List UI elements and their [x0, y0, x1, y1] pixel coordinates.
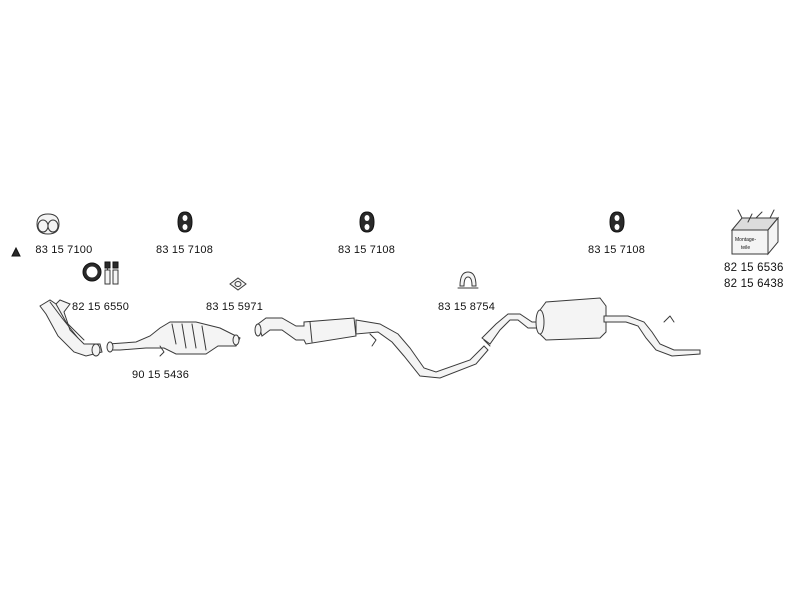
hanger-2-number: 83 15 7108 — [338, 244, 396, 256]
front-gasket-label: ▲ 83 15 7100 — [22, 244, 92, 256]
front-gasket-number: 83 15 7100 — [35, 244, 93, 256]
middle-pipe-center-muffler[interactable] — [254, 317, 489, 379]
kit-box-text-1: Montage- — [735, 237, 756, 243]
rubber-hanger-icon-3[interactable] — [609, 211, 625, 233]
clamp-bolts-number: 82 15 6550 — [72, 301, 130, 313]
kit-box-text-2: teile — [741, 245, 750, 251]
warning-triangle-icon — [11, 246, 21, 257]
u-clamp-icon[interactable] — [457, 271, 479, 289]
catalytic-converter[interactable] — [106, 321, 241, 357]
cat-gasket-number: 83 15 5971 — [206, 301, 264, 313]
hanger-3-number: 83 15 7108 — [588, 244, 646, 256]
rubber-hanger-icon-1[interactable] — [177, 211, 193, 233]
cat-gasket-icon[interactable] — [229, 277, 247, 291]
mounting-kit-number-1: 82 15 6536 — [724, 262, 784, 274]
front-gasket-icon[interactable] — [36, 213, 60, 235]
u-clamp-number: 83 15 8754 — [438, 301, 496, 313]
mounting-kit-number-2: 82 15 6438 — [724, 278, 784, 290]
rubber-hanger-icon-2[interactable] — [359, 211, 375, 233]
mounting-kit-box-icon[interactable]: Montage- teile — [730, 209, 780, 256]
front-downpipe[interactable] — [39, 299, 103, 357]
clamp-ring-icon[interactable] — [82, 262, 102, 282]
hanger-1-number: 83 15 7108 — [156, 244, 214, 256]
rear-pipe-rear-muffler[interactable] — [481, 297, 701, 357]
catalytic-converter-number: 90 15 5436 — [132, 369, 190, 381]
clamp-bolts-icon[interactable] — [104, 261, 119, 285]
